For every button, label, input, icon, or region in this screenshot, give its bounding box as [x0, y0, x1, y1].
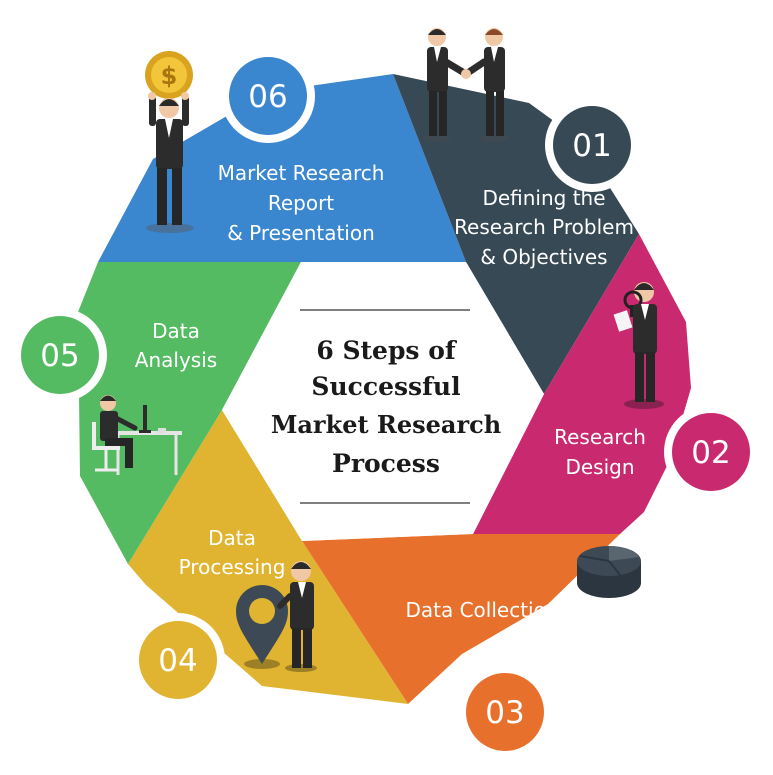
step-04-label-line-2: Processing	[179, 555, 286, 579]
page-title-line-3: Market Research	[271, 410, 501, 439]
step-04-badge: 04	[131, 613, 225, 707]
segment-06	[98, 74, 466, 262]
center-hexagon	[222, 262, 544, 541]
segment-03	[302, 534, 620, 704]
page-title-line-2: Successful	[311, 372, 460, 401]
step-03-label: Data Collection	[405, 598, 558, 622]
step-01-number: 01	[572, 128, 611, 164]
step-06-number: 06	[248, 79, 287, 115]
segment-04	[128, 410, 408, 704]
step-03-badge: 03	[458, 665, 552, 759]
step-05-number: 05	[40, 338, 79, 374]
page-title-line-1: 6 Steps of	[316, 336, 458, 365]
map-pin-businessman-icon	[236, 561, 317, 672]
pie-chart-icon	[577, 546, 641, 598]
step-03-number: 03	[485, 695, 524, 731]
step-01-label-line-2: Research Problem	[454, 215, 634, 239]
step-05-label-line-1: Data	[152, 319, 200, 343]
step-01-badge: 01	[545, 98, 639, 192]
step-06-label-line-2: Report	[268, 191, 334, 215]
step-05-badge: 05	[13, 308, 107, 402]
step-01-label-line-3: & Objectives	[480, 245, 607, 269]
step-05-label-line-2: Analysis	[135, 348, 217, 372]
step-02-badge: 02	[664, 405, 758, 499]
segment-05	[78, 262, 301, 564]
page-title-line-4: Process	[332, 449, 440, 478]
coin-symbol: $	[161, 62, 178, 90]
step-06-label-line-3: & Presentation	[227, 221, 375, 245]
handshake-businessmen-icon	[423, 28, 508, 142]
dollar-coin-businessman-icon: $	[145, 51, 194, 233]
step-04-number: 04	[158, 643, 197, 679]
step-02-label-line-2: Design	[565, 455, 634, 479]
step-02-label-line-1: Research	[554, 425, 646, 449]
step-04-label-line-1: Data	[208, 526, 256, 550]
desk-computer-worker-icon	[92, 395, 182, 475]
step-06-badge: 06	[221, 49, 315, 143]
magnifier-businessman-icon	[613, 282, 664, 409]
step-02-number: 02	[691, 435, 730, 471]
step-06-label-line-1: Market Research	[218, 161, 385, 185]
